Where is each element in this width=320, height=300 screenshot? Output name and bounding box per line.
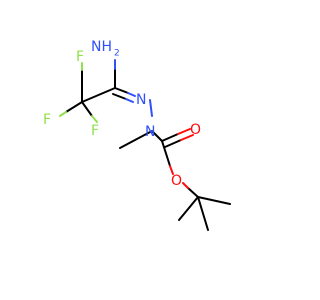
bond-c-n-double-carbon-part-2 xyxy=(112,93,127,100)
bond-n-methyl xyxy=(119,130,153,149)
bond-tbutyl-methyl-right xyxy=(197,196,231,205)
structure-diagram: NH 2 N N O O F F F xyxy=(0,0,300,300)
atom-fluorine-top: F xyxy=(76,49,84,65)
atom-fluorine-bottom: F xyxy=(91,123,99,139)
bond-tbutyl-methyl-bottom xyxy=(197,196,209,231)
bond-c-f-bottom-fluorine-part xyxy=(91,115,98,123)
bonds xyxy=(65,68,231,231)
bond-c-n-double-carbon-part xyxy=(114,87,129,94)
bond-tbutyl-methyl-left xyxy=(178,196,199,221)
bond-c-n-double-nitrogen-part-2 xyxy=(125,98,134,103)
atom-fluorine-left: F xyxy=(43,112,51,128)
bond-carbonyl-c-ester-o-carbon-part xyxy=(161,140,171,167)
bond-ester-o-oxygen-part xyxy=(169,165,174,175)
bond-carbonyl-c-o-double-carbon-part xyxy=(161,133,179,142)
bond-c-f-bottom-carbon-part xyxy=(81,101,93,117)
bond-n-carbonyl-carbon-part xyxy=(151,130,163,142)
bond-ester-o-tbutyl-oxygen-part xyxy=(182,182,189,189)
atom-nh2-subscript: 2 xyxy=(114,49,120,59)
bond-c-n-double-nitrogen-part xyxy=(127,92,136,97)
bond-n-n xyxy=(149,99,153,117)
bond-carbonyl-c-o-double-carbon-part-2 xyxy=(164,139,182,148)
atom-nh2: NH xyxy=(91,39,112,55)
bond-c-f-left-carbon-part xyxy=(65,101,83,113)
bond-carbonyl-o-double-oxygen-part-2 xyxy=(180,134,194,141)
background xyxy=(0,0,300,300)
colored-bonds xyxy=(59,59,194,189)
bond-cf3-to-amidine-carbon xyxy=(81,87,116,103)
atom-labels: NH 2 N N O O F F F xyxy=(43,39,201,189)
atom-ester-oxygen: O xyxy=(171,173,182,189)
atom-imine-nitrogen: N xyxy=(136,92,146,108)
molecule-canvas: NH 2 N N O O F F F xyxy=(0,0,300,300)
bond-c-f-left-fluorine-part xyxy=(59,111,67,117)
bond-ester-o-tbutyl-carbon-part xyxy=(187,187,199,198)
atom-carbonyl-oxygen: O xyxy=(190,122,201,138)
atom-hydrazine-nitrogen: N xyxy=(145,124,155,140)
bond-carbonyl-o-double-oxygen-part xyxy=(177,128,191,135)
